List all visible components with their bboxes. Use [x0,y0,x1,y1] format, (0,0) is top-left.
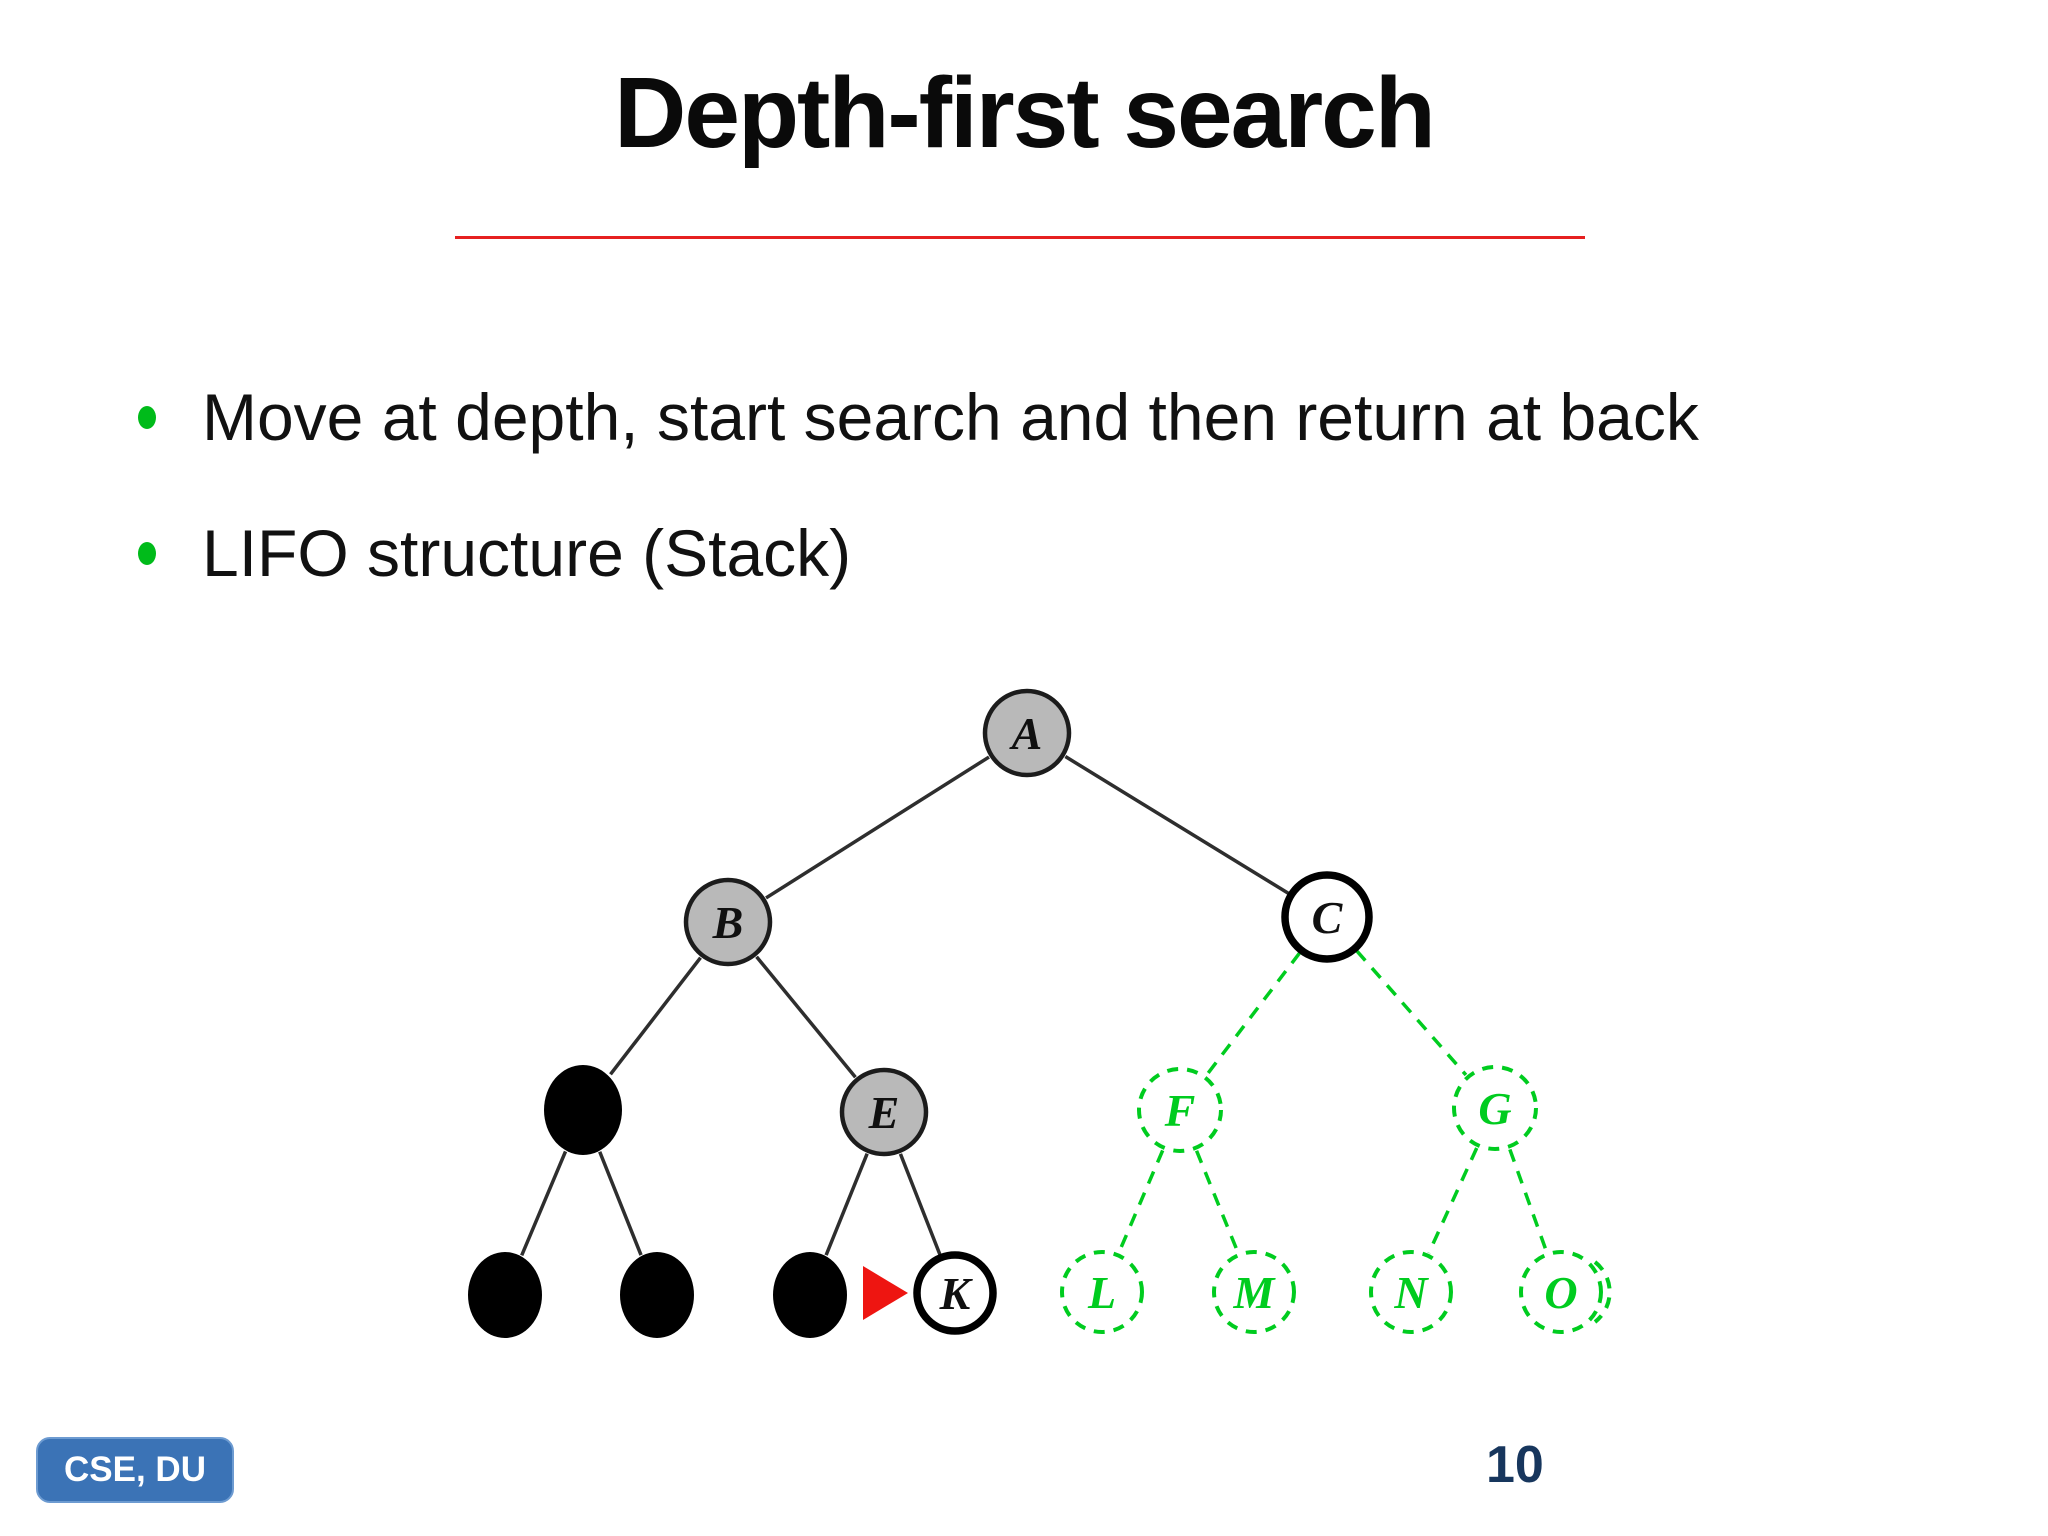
svg-text:N: N [1393,1267,1429,1318]
bullet-item: Move at depth, start search and then ret… [128,380,1699,456]
svg-text:E: E [868,1087,900,1138]
tree-edge-D-H [520,1150,568,1257]
svg-text:O: O [1544,1267,1577,1318]
page-number: 10 [1486,1436,1544,1494]
svg-text:G: G [1478,1083,1511,1134]
tree-node-O: O [1519,1250,1612,1334]
tree-node-M: M [1212,1250,1296,1334]
bullet-list: Move at depth, start search and then ret… [128,380,1699,652]
svg-text:K: K [939,1268,974,1319]
tree-node-K: K [913,1251,997,1335]
tree-node-B: B [683,877,773,967]
title-underline [455,236,1585,239]
tree-node-F: F [1137,1067,1223,1153]
tree-node-D [544,1065,622,1155]
tree-node-C: C [1281,871,1373,963]
tree-node-J [773,1252,847,1338]
bullet-text: LIFO structure (Stack) [202,515,852,590]
tree-edge-G-N [1427,1147,1479,1254]
tree-edge-D-I [598,1151,643,1256]
tree-edge-B-D [609,956,702,1076]
tree-edge-C-G [1355,949,1468,1077]
tree-edge-A-B [765,755,990,900]
tree-edge-E-K [898,1153,942,1256]
tree-edge-B-E [755,955,857,1079]
tree-edge-F-M [1194,1150,1240,1253]
footer-badge: CSE, DU [36,1437,234,1503]
tree-edge-A-C [1064,755,1290,895]
tree-edge-C-F [1205,951,1302,1077]
svg-text:C: C [1312,892,1344,943]
svg-text:B: B [712,897,744,948]
svg-text:F: F [1164,1085,1196,1136]
page-title: Depth-first search [614,57,1436,169]
tree-node-G: G [1452,1065,1538,1151]
svg-text:M: M [1233,1267,1277,1318]
bullet-text: Move at depth, start search and then ret… [202,380,1699,454]
tree-node-L: L [1060,1250,1144,1334]
svg-text:A: A [1009,708,1043,759]
tree-edge-F-L [1117,1149,1165,1254]
tree-edge-E-J [824,1153,869,1256]
dfs-current-position-arrow-icon [863,1266,908,1320]
bullet-marker-icon [138,406,156,429]
tree-edge-G-O [1508,1148,1549,1253]
bullet-marker-icon [138,541,156,565]
tree-node-A: A [982,688,1072,778]
tree-node-E: E [839,1067,929,1157]
bullet-item: LIFO structure (Stack) [128,516,1699,592]
tree-node-N: N [1369,1250,1453,1334]
tree-node-H [468,1252,542,1338]
svg-text:L: L [1087,1267,1116,1318]
tree-node-I [620,1252,694,1338]
